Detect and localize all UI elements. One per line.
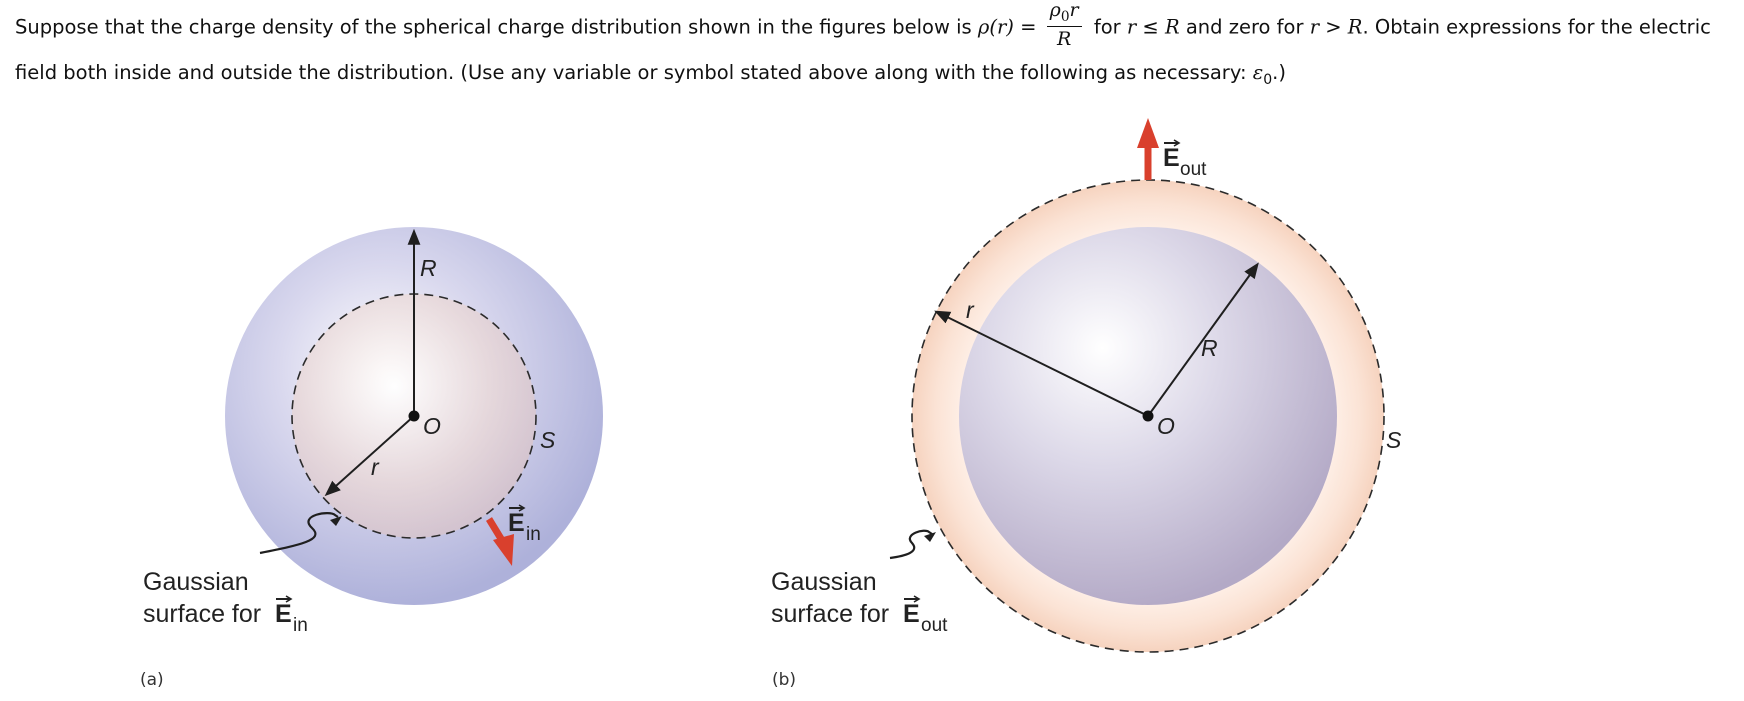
radius-r-arrow-b xyxy=(934,310,1149,417)
figure-b: R r O S E out Gaussian surface for E out… xyxy=(771,118,1402,690)
gaussian-pointer-b xyxy=(889,529,933,560)
problem-statement: Suppose that the charge density of the s… xyxy=(15,0,1737,96)
rho-symbol: ρ xyxy=(1049,0,1061,21)
gt-sign: > xyxy=(1325,15,1342,39)
epsilon-subscript: 0 xyxy=(1263,71,1273,88)
epsilon-symbol: ε xyxy=(1252,61,1264,84)
fraction-denominator: R xyxy=(1057,28,1072,51)
gaussian-a-e-subscript: in xyxy=(293,615,308,636)
gaussian-a-e-symbol: E xyxy=(275,600,292,628)
e-in-symbol: E xyxy=(508,509,525,537)
gaussian-label-b-line1: Gaussian xyxy=(771,568,877,596)
radius-r-arrow-a xyxy=(324,415,415,497)
problem-text-2: . Obtain expressions for the electric xyxy=(1362,15,1711,39)
e-out-field-arrow xyxy=(1137,118,1159,180)
var-r-2: r xyxy=(1309,15,1320,39)
var-r-1: r xyxy=(1126,15,1137,39)
gaussian-b-e-symbol: E xyxy=(903,600,920,628)
equals-sign: = xyxy=(1020,15,1037,39)
leq-sign: ≤ xyxy=(1142,15,1159,39)
rho-subscript: 0 xyxy=(1060,8,1070,25)
label-O-b: O xyxy=(1157,413,1175,439)
fraction-numerator: ρ0r xyxy=(1046,0,1082,28)
gaussian-label-a-vector: E in xyxy=(275,595,308,636)
label-O-a: O xyxy=(423,413,441,439)
radius-R-arrow-b xyxy=(1147,262,1259,417)
label-S-b: S xyxy=(1386,427,1402,453)
label-R-a: R xyxy=(420,255,437,281)
center-point-b xyxy=(1142,410,1154,422)
problem-text-4: .) xyxy=(1272,61,1286,84)
pointer-arrowhead-b xyxy=(924,532,936,542)
e-out-label: E out xyxy=(1163,139,1207,180)
problem-text-3: field both inside and outside the distri… xyxy=(15,61,1247,84)
center-point-a xyxy=(408,410,420,422)
label-S-a: S xyxy=(540,427,556,453)
problem-line-2: field both inside and outside the distri… xyxy=(15,50,1737,96)
var-R-1: R xyxy=(1164,15,1180,39)
figure-a-label: (a) xyxy=(140,670,164,690)
problem-text-zero: and zero for xyxy=(1185,15,1304,39)
gaussian-label-a-line2: surface for xyxy=(143,600,261,628)
figure-a: R r O S E in Gaussian surface for E in (… xyxy=(140,227,603,690)
problem-text-for: for xyxy=(1093,15,1121,39)
pointer-arrowhead-a xyxy=(330,516,342,526)
label-R-b: R xyxy=(1201,335,1218,361)
rho-function: ρ(r) xyxy=(977,15,1014,39)
e-out-symbol: E xyxy=(1163,144,1180,172)
label-r-a: r xyxy=(371,454,380,480)
gaussian-label-b-line2: surface for xyxy=(771,600,889,628)
var-R-2: R xyxy=(1347,15,1363,39)
e-in-label: E in xyxy=(508,504,541,545)
e-out-subscript: out xyxy=(1180,159,1207,180)
numerator-var: r xyxy=(1069,0,1079,21)
label-r-b: r xyxy=(966,297,975,323)
gaussian-label-a-line1: Gaussian xyxy=(143,568,249,596)
e-in-field-arrow xyxy=(486,517,514,566)
figure-b-label: (b) xyxy=(772,670,796,690)
gaussian-pointer-a xyxy=(259,511,339,555)
problem-line-1: Suppose that the charge density of the s… xyxy=(15,0,1737,51)
e-in-subscript: in xyxy=(526,524,541,545)
problem-text-1: Suppose that the charge density of the s… xyxy=(15,15,972,39)
gaussian-label-b-vector: E out xyxy=(903,595,948,636)
gaussian-b-e-subscript: out xyxy=(921,615,948,636)
